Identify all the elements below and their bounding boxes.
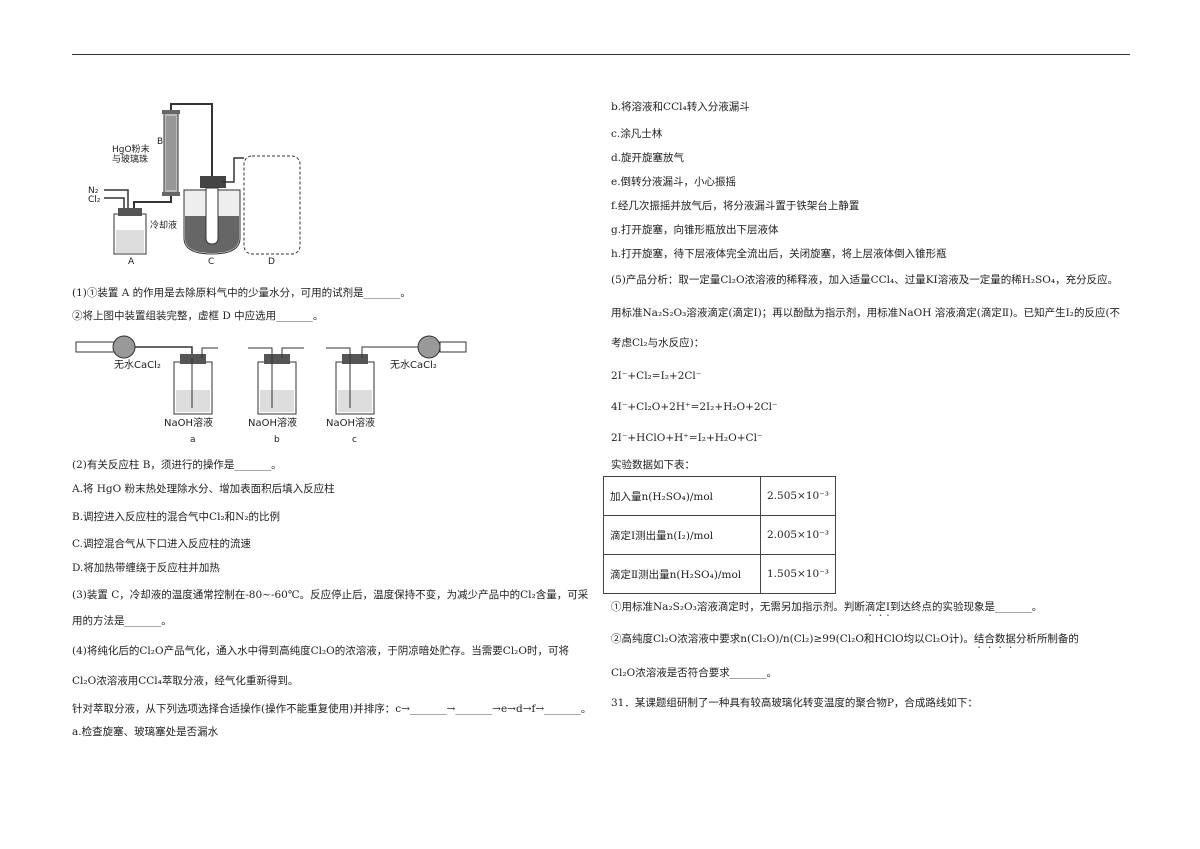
option-f: f.经几次振摇并放气后，将分液漏斗置于铁架台上静置 <box>611 200 860 212</box>
label-coolant: 冷却液 <box>150 219 177 231</box>
label-c: C <box>208 257 214 266</box>
q4-line2: Cl₂O浓溶液用CCl₄萃取分液，经气化重新得到。 <box>72 675 299 687</box>
table-cell-label: 加入量n(H₂SO₄)/mol <box>603 476 761 516</box>
q2-option-d: D.将加热带缠绕于反应柱并加热 <box>72 562 220 574</box>
label-hgo: HgO粉末 <box>112 143 150 155</box>
table-cell-label: 滴定Ⅰ测出量n(I₂)/mol <box>603 515 761 555</box>
q4-line1: (4)将纯化后的Cl₂O产品气化，通入水中得到高纯度Cl₂O的浓溶液，于阴凉暗处… <box>72 645 569 657</box>
apparatus-figure: B HgO粉末 与玻璃珠 N₂ Cl₂ 冷却液 A C D <box>88 103 301 266</box>
table-cell-value: 2.505×10⁻³ <box>760 476 836 516</box>
label-cl2: Cl₂ <box>88 195 101 205</box>
q2-option-b: B.调控进入反应柱的混合气中Cl₂和N₂的比例 <box>72 511 281 523</box>
option-e: e.倒转分液漏斗，小心振摇 <box>611 176 737 188</box>
label-d: D <box>268 257 275 266</box>
option-g: g.打开旋塞，向锥形瓶放出下层液体 <box>611 224 779 236</box>
q5-part1-post: 到达终点的实验现象是_______。 <box>890 601 1043 613</box>
q5-part2-post: 分析所制备的 <box>1015 633 1079 645</box>
table-row: 滴定Ⅰ测出量n(I₂)/mol 2.005×10⁻³ <box>603 515 836 555</box>
q5-part2-cont: Cl₂O浓溶液是否符合要求_______。 <box>611 667 777 679</box>
label-b: B <box>157 137 163 147</box>
table-cell-value: 1.505×10⁻³ <box>760 554 836 594</box>
q2-stem: (2)有关反应柱 B，须进行的操作是_______。 <box>72 459 282 471</box>
q1-part1: (1)①装置 A 的作用是去除原料气中的少量水分，可用的试剂是_______。 <box>72 287 411 299</box>
q5-part1: ①用标准Na₂S₂O₃溶液滴定时，无需另加指示剂。判断滴定Ⅰ到达终点的实验现象是… <box>611 600 1042 619</box>
q5-line3: 考虑Cl₂与水反应)： <box>611 337 705 349</box>
q1-part2: ②将上图中装置组装完整，虚框 D 中应选用_______。 <box>72 310 324 322</box>
label-beads: 与玻璃珠 <box>112 153 148 165</box>
q31-stem: 31．某课题组研制了一种具有较高玻璃化转变温度的聚合物P，合成路线如下： <box>611 697 978 709</box>
option-b: b.将溶液和CCl₄转入分液漏斗 <box>611 101 750 113</box>
option-c: c.涂凡士林 <box>611 128 663 140</box>
label-cacl2-left: 无水CaCl₂ <box>114 359 161 371</box>
option-a: a.检查旋塞、玻璃塞处是否漏水 <box>72 726 219 738</box>
label-c: c <box>352 435 357 445</box>
data-table: 加入量n(H₂SO₄)/mol 2.505×10⁻³ 滴定Ⅰ测出量n(I₂)/m… <box>603 476 836 594</box>
q5-line1: (5)产品分析：取一定量Cl₂O浓溶液的稀释液，加入适量CCl₄、过量KI溶液及… <box>611 274 1119 286</box>
table-title: 实验数据如下表： <box>611 459 695 471</box>
q5-part1-emphasis: 滴定Ⅰ <box>864 601 891 613</box>
label-a: a <box>190 435 196 445</box>
table-row: 滴定Ⅱ测出量n(H₂SO₄)/mol 1.505×10⁻³ <box>603 554 836 594</box>
equation-2: 4I⁻+Cl₂O+2H⁺=2I₂+H₂O+2Cl⁻ <box>611 401 778 413</box>
label-b: b <box>274 435 280 445</box>
table-row: 加入量n(H₂SO₄)/mol 2.505×10⁻³ <box>603 476 836 516</box>
q5-part2-pre: ②高纯度Cl₂O浓溶液中要求n(Cl₂O)/n(Cl₂)≥99(Cl₂O和HCl… <box>611 633 974 645</box>
q2-option-a: A.将 HgO 粉末热处理除水分、增加表面积后填入反应柱 <box>72 483 335 495</box>
label-naoh-c: NaOH溶液 <box>326 416 375 429</box>
dashed-box-d <box>243 155 301 255</box>
q5-part1-pre: ①用标准Na₂S₂O₃溶液滴定时，无需另加指示剂。判断 <box>611 601 865 613</box>
q5-part2-emphasis: 结合数据 <box>973 633 1016 645</box>
label-n2: N₂ <box>88 186 99 196</box>
q5-part2: ②高纯度Cl₂O浓溶液中要求n(Cl₂O)/n(Cl₂)≥99(Cl₂O和HCl… <box>611 632 1079 651</box>
label-a: A <box>128 257 135 266</box>
q3-line2: 用的方法是_______。 <box>72 615 172 627</box>
q2-option-c: C.调控混合气从下口进入反应柱的流速 <box>72 538 251 550</box>
equation-1: 2I⁻+Cl₂=I₂+2Cl⁻ <box>611 370 702 382</box>
option-d: d.旋开旋塞放气 <box>611 152 685 164</box>
table-cell-label: 滴定Ⅱ测出量n(H₂SO₄)/mol <box>603 554 761 594</box>
options-figure: 无水CaCl₂ 无水CaCl₂ NaOH溶液 NaOH溶液 NaOH溶液 a b… <box>75 335 467 445</box>
q3-line1: (3)装置 C，冷却液的温度通常控制在-80~-60℃。反应停止后，温度保持不变… <box>72 589 589 601</box>
label-cacl2-right: 无水CaCl₂ <box>390 359 437 371</box>
option-h: h.打开旋塞，待下层液体完全流出后，关闭旋塞，将上层液体倒入锥形瓶 <box>611 248 947 260</box>
table-cell-value: 2.005×10⁻³ <box>760 515 836 555</box>
q4-line3: 针对萃取分液，从下列选项选择合适操作(操作不能重复使用)并排序：c→______… <box>72 703 592 715</box>
q5-line2: 用标准Na₂S₂O₃溶液滴定(滴定Ⅰ)；再以酚酞为指示剂，用标准NaOH 溶液滴… <box>611 307 1121 319</box>
label-naoh-a: NaOH溶液 <box>164 416 213 429</box>
header-rule <box>72 54 1130 55</box>
label-naoh-b: NaOH溶液 <box>248 416 297 429</box>
equation-3: 2I⁻+HClO+H⁺=I₂+H₂O+Cl⁻ <box>611 432 763 444</box>
